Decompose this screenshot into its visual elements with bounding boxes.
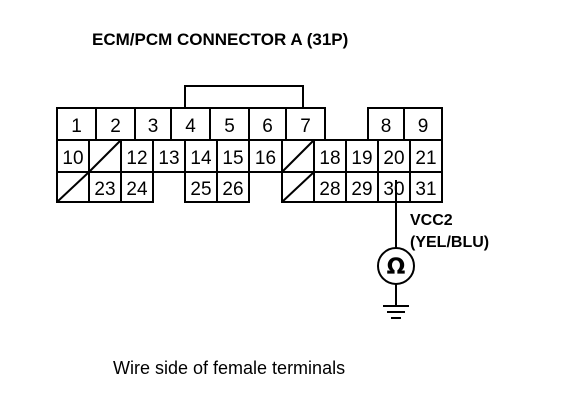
- wire-signal-label: VCC2: [410, 212, 453, 229]
- terminal-label-31: 31: [415, 179, 436, 200]
- terminal-cell-14: [184, 139, 218, 173]
- terminal-cell-28: [313, 171, 347, 203]
- terminal-cell-23: [88, 171, 122, 203]
- wire-color-label: (YEL/BLU): [410, 234, 489, 251]
- terminal-label-30: 30: [383, 179, 404, 200]
- terminal-cell-25: [184, 171, 218, 203]
- terminal-cell-20: [377, 139, 411, 173]
- terminal-cell-16: [248, 139, 283, 173]
- terminal-row-3-middle: 25 26: [184, 171, 250, 203]
- terminal-label-23: 23: [94, 179, 115, 200]
- terminal-label-25: 25: [190, 179, 211, 200]
- terminal-label-10: 10: [62, 148, 83, 169]
- terminal-label-29: 29: [351, 179, 372, 200]
- terminal-label-1: 1: [71, 116, 82, 137]
- diagram-caption: Wire side of female terminals: [113, 358, 345, 378]
- terminal-label-5: 5: [224, 116, 235, 137]
- terminal-cell-21: [409, 139, 443, 173]
- terminal-row-1-right: 8 9: [367, 107, 443, 141]
- ground-icon: [383, 305, 409, 319]
- terminal-row-3-left: 23 24: [56, 171, 154, 203]
- terminal-row-2: 10 12 13 14 15 16 18 19 20 21: [56, 139, 443, 173]
- terminal-cell-26: [216, 171, 250, 203]
- terminal-label-19: 19: [351, 148, 372, 169]
- terminal-label-18: 18: [319, 148, 340, 169]
- terminal-cell-24: [120, 171, 154, 203]
- unused-terminal-slash: [56, 171, 90, 203]
- terminal-label-2: 2: [110, 116, 121, 137]
- terminal-label-15: 15: [222, 148, 243, 169]
- unused-terminal-slash: [281, 139, 315, 173]
- connector-lock-tab: [184, 85, 304, 108]
- terminal-label-13: 13: [158, 148, 179, 169]
- terminal-cell-8: [367, 107, 405, 141]
- terminal-label-6: 6: [262, 116, 273, 137]
- terminal-label-24: 24: [126, 179, 148, 200]
- terminal-label-7: 7: [300, 116, 311, 137]
- terminal-label-4: 4: [185, 116, 196, 137]
- terminal-label-21: 21: [415, 148, 436, 169]
- terminal-cell-10: [56, 139, 90, 173]
- terminal-label-9: 9: [418, 116, 429, 137]
- terminal-label-26: 26: [222, 179, 243, 200]
- unused-terminal-slash: [281, 171, 315, 203]
- terminal-label-14: 14: [190, 148, 212, 169]
- terminal-label-12: 12: [126, 148, 147, 169]
- terminal-label-16: 16: [255, 148, 276, 169]
- terminal-row-3-right: 28 29 30 31: [281, 171, 443, 203]
- connector-title: ECM/PCM CONNECTOR A (31P): [92, 30, 348, 49]
- terminal-row-1: 1 2 3 4 5 6 7: [56, 107, 326, 141]
- terminal-cell-29: [345, 171, 379, 203]
- ohm-symbol: Ω: [387, 255, 406, 280]
- unused-terminal-slash: [88, 139, 122, 173]
- terminal-label-8: 8: [381, 116, 392, 137]
- terminal-label-28: 28: [319, 179, 340, 200]
- terminal-label-3: 3: [148, 116, 159, 137]
- terminal-cell-15: [216, 139, 250, 173]
- terminal-cell-31: [409, 171, 443, 203]
- terminal-label-20: 20: [383, 148, 404, 169]
- terminal-cell-30: [377, 171, 411, 203]
